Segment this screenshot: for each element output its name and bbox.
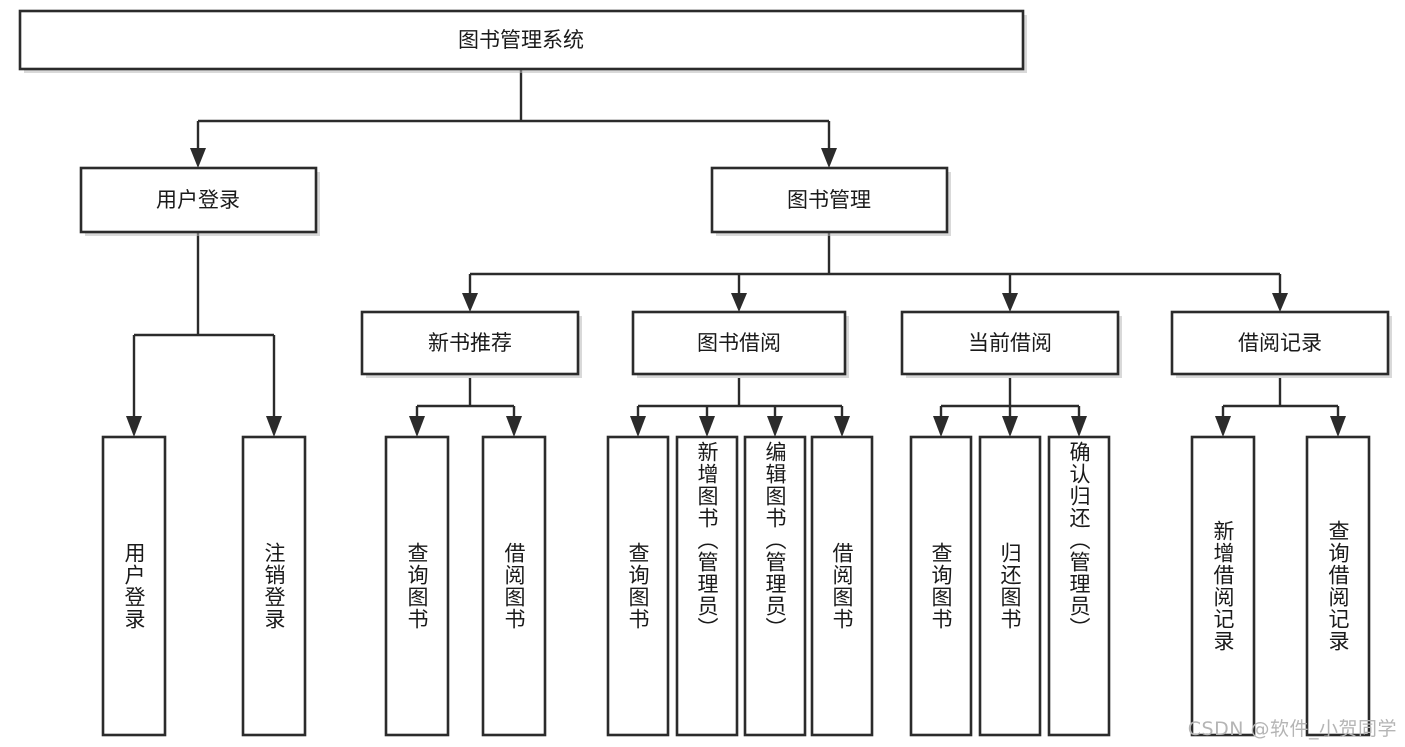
arrow-head-leaf-book-borrow-1 [630, 416, 646, 437]
arrow-head-book-borrow [731, 293, 747, 312]
leaf-box-new-book-2[interactable] [481, 435, 547, 737]
node-current-borrow[interactable]: 当前借阅 [900, 310, 1122, 378]
arrow-head-leaf-user-login-2 [266, 416, 282, 437]
node-borrow-record[interactable]: 借阅记录 [1170, 310, 1392, 378]
node-book-borrow-label: 图书借阅 [697, 331, 781, 355]
leaf-box-current-borrow-2[interactable] [978, 435, 1042, 737]
arrow-head-current-borrow [1002, 293, 1018, 312]
arrow-head-leaf-borrow-record-2 [1330, 416, 1346, 437]
leaf-box-user-login-2[interactable] [241, 435, 307, 737]
node-book-manage-label: 图书管理 [787, 188, 871, 212]
node-current-borrow-label: 当前借阅 [968, 331, 1052, 355]
leaf-box-user-login-1[interactable] [101, 435, 167, 737]
connector-layer [126, 69, 1346, 437]
node-root-box[interactable] [18, 9, 1025, 71]
node-borrow-record-box[interactable] [1170, 310, 1390, 376]
node-user-login[interactable]: 用户登录 [79, 166, 320, 236]
arrow-head-leaf-new-book-1 [409, 416, 425, 437]
arrow-head-leaf-book-borrow-4 [834, 416, 850, 437]
leaf-box-borrow-record-1[interactable] [1190, 435, 1256, 737]
arrow-head-leaf-new-book-2 [506, 416, 522, 437]
arrow-head-leaf-book-borrow-2 [699, 416, 715, 437]
arrow-head-leaf-borrow-record-1 [1215, 416, 1231, 437]
node-book-borrow[interactable]: 图书借阅 [631, 310, 849, 378]
leaf-box-book-borrow-1[interactable] [606, 435, 670, 737]
leaf-box-new-book-1[interactable] [384, 435, 450, 737]
arrow-head-leaf-current-borrow-2 [1002, 416, 1018, 437]
node-user-login-label: 用户登录 [156, 188, 240, 212]
leaf-box-current-borrow-1[interactable] [909, 435, 973, 737]
arrow-head-leaf-book-borrow-3 [767, 416, 783, 437]
node-current-borrow-box[interactable] [900, 310, 1120, 376]
node-book-borrow-box[interactable] [631, 310, 847, 376]
node-new-book-recommend-box[interactable] [360, 310, 580, 376]
csdn-watermark: CSDN @软件_小贺同学 [1187, 718, 1397, 740]
arrow-head-leaf-current-borrow-1 [933, 416, 949, 437]
node-book-manage[interactable]: 图书管理 [710, 166, 951, 236]
leaf-box-borrow-record-2[interactable] [1305, 435, 1371, 737]
arrow-head-leaf-current-borrow-3 [1071, 416, 1087, 437]
node-user-login-box[interactable] [79, 166, 318, 234]
leaf-box-layer [101, 435, 1371, 737]
arrow-head-book-manage [821, 148, 837, 168]
node-root[interactable]: 图书管理系统 [18, 9, 1027, 73]
arrow-head-user-login [190, 148, 206, 168]
arrow-head-borrow-record [1272, 293, 1288, 312]
arrow-head-new-book [462, 293, 478, 312]
leaf-box-book-borrow-3[interactable] [743, 435, 807, 737]
node-root-label: 图书管理系统 [458, 28, 584, 52]
leaf-box-book-borrow-2[interactable] [675, 435, 739, 737]
node-book-manage-box[interactable] [710, 166, 949, 234]
node-borrow-record-label: 借阅记录 [1238, 331, 1322, 355]
leaf-box-book-borrow-4[interactable] [810, 435, 874, 737]
node-new-book-recommend-label: 新书推荐 [428, 331, 512, 355]
leaf-box-current-borrow-3[interactable] [1047, 435, 1111, 737]
node-new-book-recommend[interactable]: 新书推荐 [360, 310, 582, 378]
arrow-head-leaf-user-login-1 [126, 416, 142, 437]
